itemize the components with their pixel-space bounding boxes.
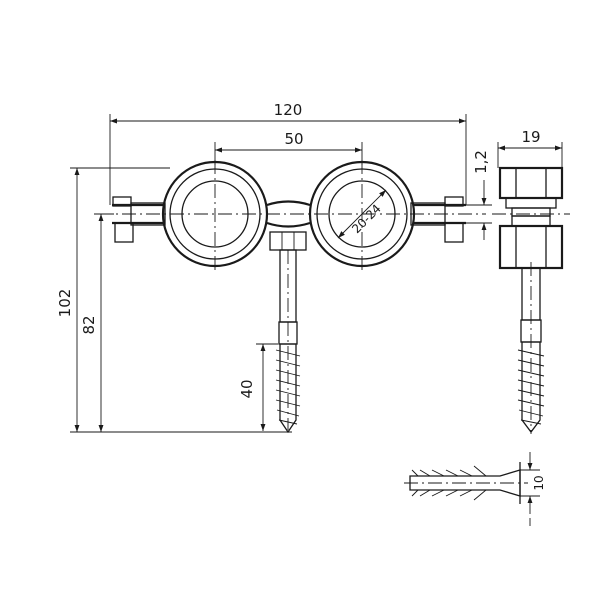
dimension-heights: 102 82 <box>56 167 292 433</box>
dimension-overall-width: 120 <box>109 101 467 205</box>
dimension-band-thickness: 1,2 <box>466 150 492 240</box>
wall-plug: 10 <box>404 452 546 526</box>
screw-front-view <box>275 249 301 434</box>
clamp-side-view: 19 <box>492 128 570 434</box>
label-pipe-diameter: 20-24 <box>349 202 384 237</box>
label-centerline-height: 82 <box>80 315 98 334</box>
dimension-screw-length: 40 <box>238 343 278 431</box>
dimension-pipe-spacing: 50 <box>214 130 363 165</box>
label-screw-length: 40 <box>238 379 256 398</box>
label-total-height: 102 <box>56 289 74 318</box>
label-pipe-spacing: 50 <box>284 130 303 148</box>
label-dowel-diameter: 10 <box>532 475 546 490</box>
label-overall-width: 120 <box>274 101 303 119</box>
label-clamp-depth: 19 <box>521 128 540 146</box>
label-band-thickness: 1,2 <box>472 150 490 174</box>
clamp-front-view: 20-24 <box>98 160 486 270</box>
